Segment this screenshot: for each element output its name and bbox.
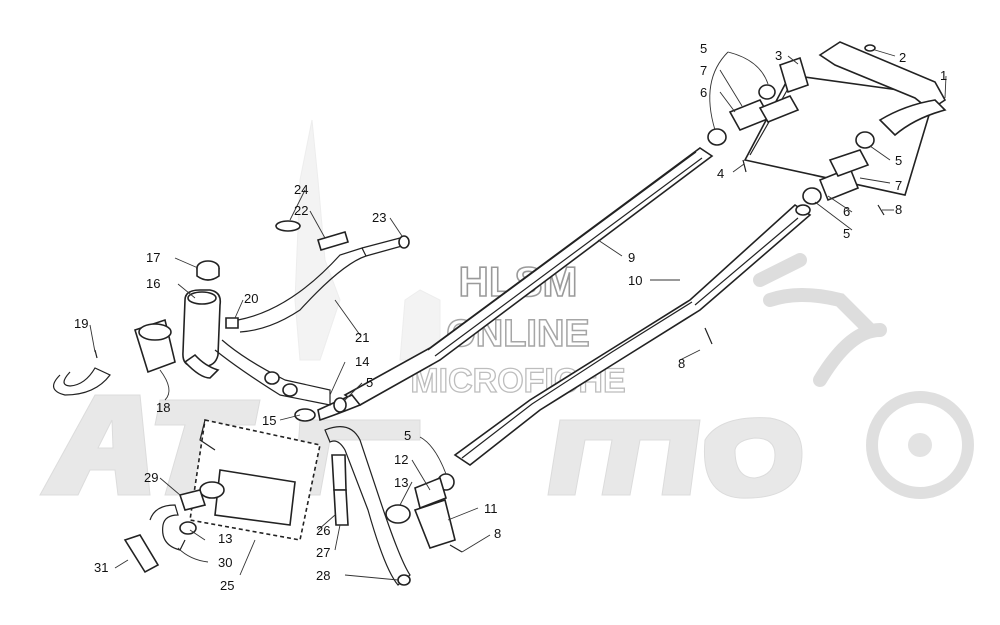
callout-27: 27 [316,545,330,560]
callout-22: 22 [294,203,308,218]
background-logo [39,119,974,499]
callout-14: 14 [355,354,369,369]
callout-6a: 6 [700,85,707,100]
callout-23: 23 [372,210,386,225]
callout-11: 11 [484,501,498,516]
callout-10: 10 [628,273,642,288]
callout-26: 26 [316,523,330,538]
text-watermark: HLSM ONLINE MICROFICHE [410,257,627,400]
callout-4: 4 [717,166,724,181]
callout-18: 18 [156,400,170,415]
callout-8c: 8 [494,526,501,541]
top-couplers [707,84,885,216]
callout-3: 3 [775,48,782,63]
callout-13b: 13 [218,531,232,546]
callout-17: 17 [146,250,160,265]
callout-5a: 5 [700,41,707,56]
front-small-hoses [123,481,225,574]
callout-28: 28 [316,568,330,583]
coolant-reservoir [53,260,239,396]
callout-8a: 8 [895,202,902,217]
callout-12: 12 [394,452,408,467]
callout-7a: 7 [700,63,707,78]
front-heat-exchanger [189,419,411,586]
tunnel-cooler-lower [453,203,812,466]
callout-5e: 5 [404,428,411,443]
callout-1: 1 [940,68,947,83]
callout-31: 31 [94,560,108,575]
callout-19: 19 [74,316,88,331]
callout-2: 2 [899,50,906,65]
callout-8b: 8 [678,356,685,371]
callout-24: 24 [294,182,308,197]
callout-13a: 13 [394,475,408,490]
callout-25: 25 [220,578,234,593]
callout-labels: 1 2 3 4 5 5 5 5 5 6 6 7 7 8 8 8 9 10 11 … [74,41,947,593]
callout-5c: 5 [843,226,850,241]
callout-16: 16 [146,276,160,291]
callout-6b: 6 [843,204,850,219]
callout-5d: 5 [366,375,373,390]
leader-lines [89,49,947,581]
callout-29: 29 [144,470,158,485]
hoses [214,220,410,422]
callout-7b: 7 [895,178,902,193]
callout-20: 20 [244,291,258,306]
callout-9: 9 [628,250,635,265]
callout-5b: 5 [895,153,902,168]
callout-30: 30 [218,555,232,570]
callout-21: 21 [355,330,369,345]
callout-15: 15 [262,413,276,428]
